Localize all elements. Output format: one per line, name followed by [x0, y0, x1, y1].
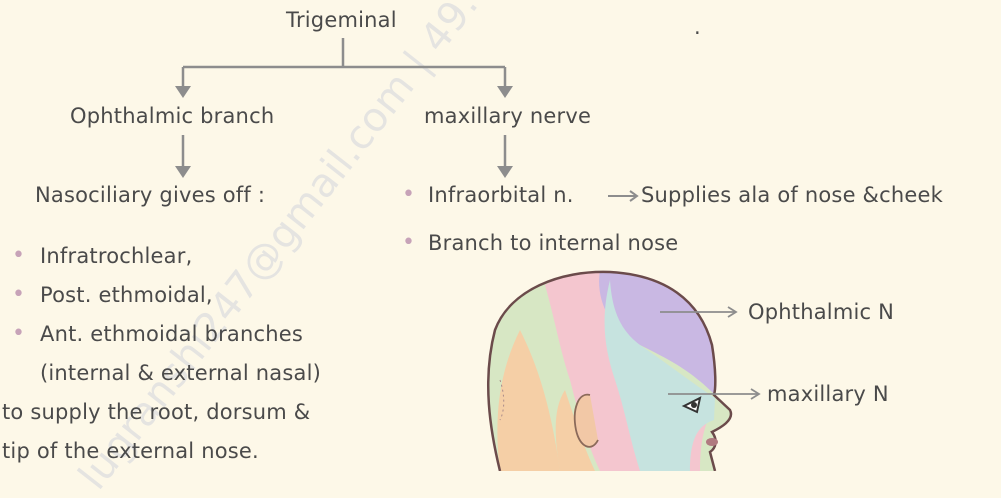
ophthalmic-branch-label: Ophthalmic branch	[70, 104, 274, 128]
ophthalmic-n-label: Ophthalmic N	[748, 300, 894, 324]
internal-nose-branch: Branch to internal nose	[428, 231, 678, 255]
maxillary-nerve-label: maxillary nerve	[424, 104, 591, 128]
infraorbital-supply: Supplies ala of nose &cheek	[641, 183, 943, 207]
supply-line-1: to supply the root, dorsum &	[2, 400, 310, 424]
infraorbital-label: Infraorbital n.	[428, 183, 574, 207]
maxillary-n-label: maxillary N	[767, 382, 889, 406]
decorative-dot: .	[694, 15, 701, 39]
head-illustration	[470, 260, 760, 471]
nasociliary-item: Ant. ethmoidal branches	[40, 322, 303, 346]
nasal-note: (internal & external nasal)	[40, 361, 321, 385]
supply-line-2: tip of the external nose.	[2, 439, 259, 463]
bullet: •	[12, 323, 25, 345]
title: Trigeminal	[286, 8, 397, 32]
arrow-infraorbital	[608, 191, 637, 201]
bullet: •	[402, 184, 415, 206]
bullet: •	[402, 232, 415, 254]
nasociliary-item: Infratrochlear,	[40, 244, 192, 268]
nasociliary-item: Post. ethmoidal,	[40, 283, 213, 307]
bullet: •	[12, 245, 25, 267]
nasociliary-heading: Nasociliary gives off :	[35, 183, 265, 207]
bullet: •	[12, 284, 25, 306]
